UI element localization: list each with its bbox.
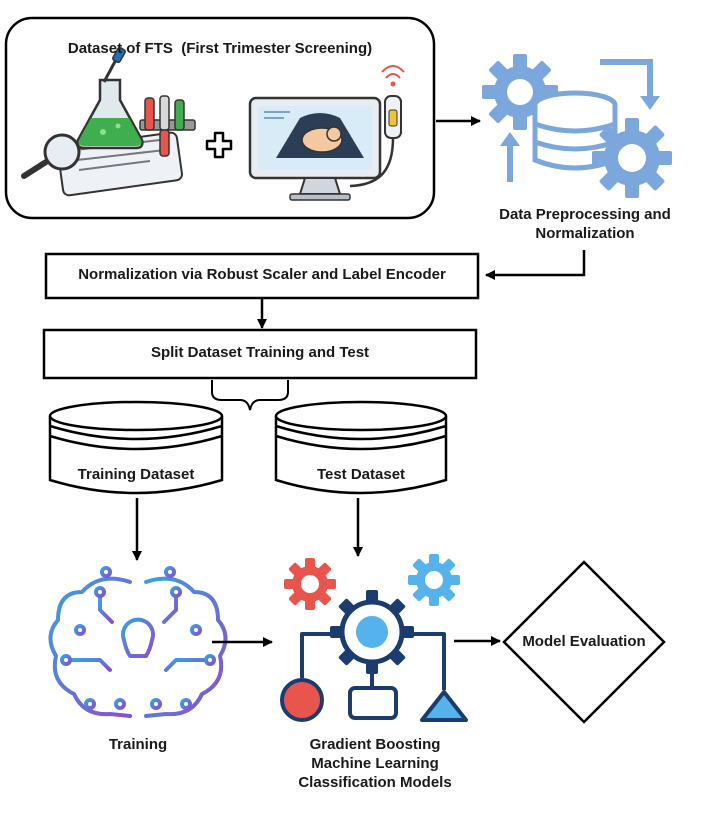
preprocessing-label-line-2: Normalization (535, 224, 635, 242)
dataset-title: Dataset of FTS (First Trimester Screenin… (67, 40, 373, 57)
brain-circuit-icon (48, 566, 228, 718)
lab-equipment-icon (21, 46, 196, 197)
models-label: Gradient Boosting Machine Learning Class… (270, 736, 480, 792)
evaluation-label: Model Evaluation (522, 633, 646, 650)
split-step-box (42, 328, 478, 380)
normalization-step-label: Normalization via Robust Scaler and Labe… (78, 266, 446, 283)
database-icon (48, 400, 224, 495)
gears-database-icon (482, 54, 672, 198)
normalization-step-box (44, 252, 480, 300)
preprocessing-label: Data Preprocessing and Normalization (470, 206, 700, 244)
ml-model-icon (280, 554, 468, 722)
split-step-label: Split Dataset Training and Test (150, 344, 370, 361)
plus-icon (205, 131, 233, 159)
ultrasound-monitor-icon (248, 65, 405, 201)
models-label-line-3: Classification Models (298, 773, 452, 791)
test-dataset-label: Test Dataset (316, 466, 406, 483)
training-label: Training (108, 736, 168, 753)
split-brace (211, 380, 289, 411)
database-icon (274, 400, 448, 495)
models-label-line-2: Machine Learning (311, 754, 439, 772)
evaluation-diamond (502, 560, 666, 724)
training-dataset-label: Training Dataset (77, 466, 195, 483)
preprocessing-label-line-1: Data Preprocessing and (499, 206, 671, 223)
models-label-line-1: Gradient Boosting (309, 736, 441, 753)
